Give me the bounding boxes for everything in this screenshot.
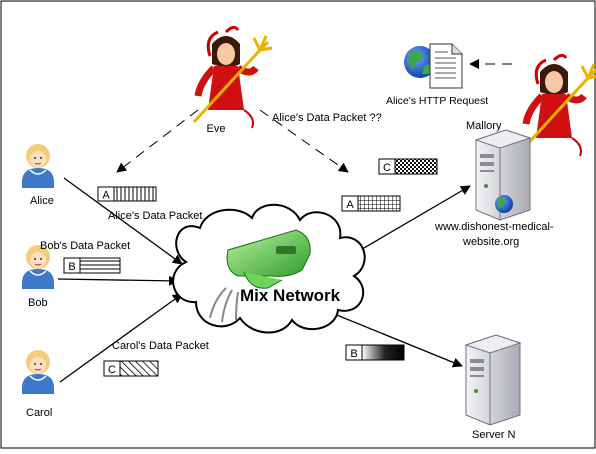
connectors	[57, 59, 512, 383]
carol-data-packet: C	[103, 360, 159, 377]
dishonest-server-icon	[475, 129, 531, 221]
c-out-data-packet: C	[378, 158, 438, 175]
alice-packet-question-label: Alice's Data Packet ??	[272, 112, 382, 124]
mallory-label: Mallory	[466, 120, 502, 132]
mix-network-label: Mix Network	[240, 286, 341, 305]
server-n-label: Server N	[472, 429, 515, 441]
a-out-packet-letter: A	[346, 199, 354, 211]
server-n-icon	[465, 334, 521, 426]
bob-label: Bob	[28, 297, 48, 309]
c-out-packet-letter: C	[383, 162, 391, 174]
a-out-data-packet: A	[341, 195, 401, 212]
alice-packet-letter: A	[102, 190, 110, 202]
alice-packet-label: Alice's Data Packet	[108, 210, 202, 222]
eve-label: Eve	[207, 123, 226, 135]
document-icon	[429, 43, 463, 89]
server-url-line2: website.org	[462, 236, 519, 248]
alice-label: Alice	[30, 195, 54, 207]
server-url-line1: www.dishonest-medical-	[434, 221, 554, 233]
carol-label: Carol	[26, 407, 52, 419]
alice-data-packet: A	[97, 186, 157, 202]
b-out-packet-letter: B	[350, 348, 357, 360]
mixer-icon	[209, 229, 311, 323]
bob-packet-label: Bob's Data Packet	[40, 240, 130, 252]
carol-packet-letter: C	[108, 364, 116, 376]
globe-icon	[404, 46, 436, 78]
bob-data-packet: B	[63, 257, 121, 274]
alice-http-request-label: Alice's HTTP Request	[386, 95, 488, 107]
b-out-data-packet: B	[345, 344, 405, 361]
carol-packet-label: Carol's Data Packet	[112, 340, 209, 352]
bob-packet-letter: B	[68, 261, 75, 273]
